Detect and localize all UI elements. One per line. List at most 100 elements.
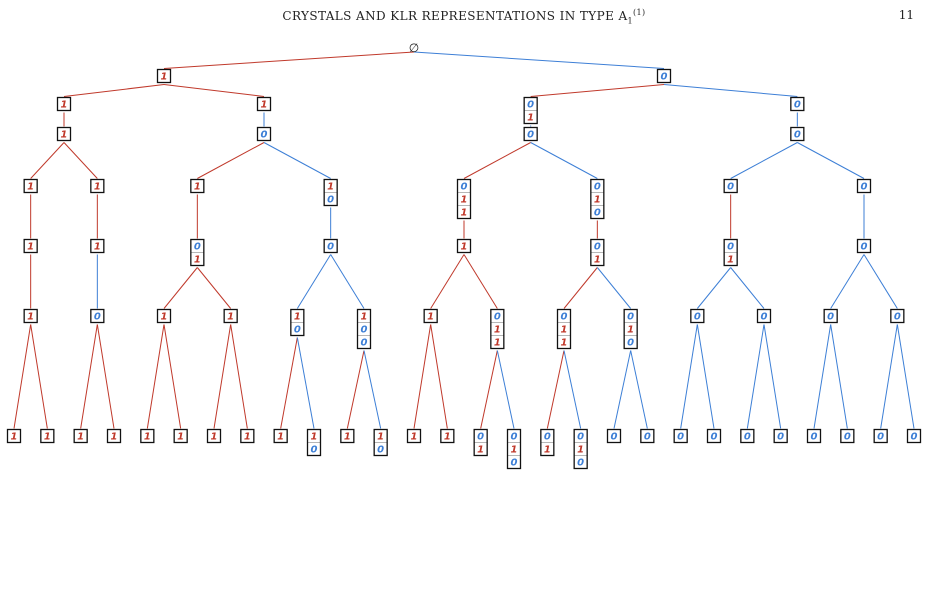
tree-edge-n58 bbox=[463, 254, 498, 309]
tableau-outline bbox=[373, 428, 388, 457]
tree-edge-a1 bbox=[63, 84, 165, 97]
tableau-entry: 1 bbox=[77, 432, 84, 443]
tableau-outline bbox=[73, 428, 88, 444]
tableau-outline bbox=[206, 428, 222, 444]
tableau-outline bbox=[140, 428, 155, 444]
tableau-outline bbox=[523, 126, 538, 142]
tableau-entry: 0 bbox=[527, 100, 534, 111]
tableau-outline bbox=[823, 308, 838, 324]
tree-edge-n32 bbox=[63, 142, 98, 179]
tableau-outline bbox=[523, 96, 538, 125]
tableau-outline bbox=[256, 96, 272, 112]
tree-node-a: 1 bbox=[156, 68, 172, 84]
tree-edge-l27 bbox=[880, 324, 898, 429]
tree-node-l26: 0 bbox=[840, 428, 855, 444]
tree-edge-n59 bbox=[563, 267, 598, 309]
tree-edge-l17 bbox=[546, 350, 565, 429]
tableau-entry: 1 bbox=[411, 432, 418, 443]
tableau-outline bbox=[490, 308, 505, 350]
tree-edge-n55 bbox=[296, 254, 332, 309]
tableau-outline bbox=[90, 238, 105, 254]
tableau-entry: 0 bbox=[627, 338, 634, 349]
tableau-entry: 0 bbox=[827, 312, 834, 323]
tableau-outline bbox=[106, 428, 122, 444]
tableau-entry: 0 bbox=[861, 242, 868, 253]
tableau-entry: 1 bbox=[527, 113, 534, 124]
tree-edge-b2 bbox=[663, 84, 798, 97]
tableau-entry: 1 bbox=[594, 255, 601, 266]
tree-node-n37: 0 bbox=[723, 178, 738, 194]
tree-node-l3: 1 bbox=[73, 428, 88, 444]
tableau-entry: 0 bbox=[594, 242, 601, 253]
tree-node-b2a: 0 bbox=[790, 126, 805, 142]
tableau-entry: 0 bbox=[594, 208, 601, 219]
tableau-entry: 0 bbox=[327, 195, 334, 206]
tableau-outline bbox=[506, 428, 522, 470]
tree-edge-l4 bbox=[96, 324, 115, 429]
tableau-entry: 1 bbox=[277, 432, 284, 443]
tree-edge-b1 bbox=[530, 84, 665, 97]
tableau-entry: 0 bbox=[844, 432, 851, 443]
tree-node-n59: 011 bbox=[556, 308, 572, 350]
tableau-entry: 1 bbox=[294, 312, 301, 323]
tableau-entry: 1 bbox=[27, 242, 34, 253]
tableau-entry: 0 bbox=[544, 432, 551, 443]
tableau-outline bbox=[790, 126, 805, 142]
tree-edge-l28 bbox=[896, 324, 915, 429]
tree-node-l28: 0 bbox=[906, 428, 922, 444]
tree-node-l2: 1 bbox=[40, 428, 55, 444]
tree-node-l13: 1 bbox=[406, 428, 422, 444]
tree-node-l15: 01 bbox=[473, 428, 488, 457]
tableau-outline bbox=[240, 428, 255, 444]
tree-edge-a2 bbox=[163, 84, 265, 97]
tree-node-n32: 1 bbox=[90, 178, 105, 194]
tableau-outline bbox=[256, 126, 272, 142]
tree-node-a1a: 1 bbox=[56, 126, 72, 142]
tree-edge-n33 bbox=[197, 142, 265, 179]
tableau-entry: 1 bbox=[94, 182, 101, 193]
tree-node-n48: 0 bbox=[856, 238, 872, 254]
tableau-entry: 1 bbox=[727, 255, 734, 266]
tableau-outline bbox=[890, 308, 905, 324]
tree-node-l23: 0 bbox=[740, 428, 755, 444]
tree-edge-l3 bbox=[80, 324, 98, 429]
tree-edge-n53 bbox=[163, 267, 198, 309]
tree-node-l24: 0 bbox=[773, 428, 788, 444]
running-head-superscript: (1) bbox=[633, 8, 646, 17]
tableau-entry: 0 bbox=[677, 432, 684, 443]
tree-node-l27: 0 bbox=[873, 428, 888, 444]
tree-node-l22: 0 bbox=[706, 428, 722, 444]
tableau-entry: 1 bbox=[461, 208, 468, 219]
tree-edge-a bbox=[163, 51, 415, 69]
tree-edge-n513 bbox=[830, 254, 865, 309]
tree-edge-l24 bbox=[763, 324, 782, 429]
tableau-entry: 0 bbox=[94, 312, 101, 323]
tableau-outline bbox=[223, 308, 238, 324]
tree-node-n44: 0 bbox=[323, 238, 338, 254]
tree-node-l11: 1 bbox=[340, 428, 355, 444]
tableau-entry: 0 bbox=[261, 130, 268, 141]
tableau-entry: 1 bbox=[477, 445, 484, 456]
tree-edge-l19 bbox=[613, 350, 632, 429]
tableau-outline bbox=[356, 308, 372, 350]
tree-edges bbox=[13, 51, 915, 429]
tableau-outline bbox=[790, 96, 805, 112]
tree-node-n36: 010 bbox=[590, 178, 605, 220]
tableau-entry: 0 bbox=[311, 445, 318, 456]
tableau-entry: 0 bbox=[611, 432, 618, 443]
tableau-entry: 1 bbox=[161, 72, 168, 83]
tree-edge-l22 bbox=[696, 324, 715, 429]
tableau-outline bbox=[290, 308, 305, 337]
tree-node-n56: 100 bbox=[356, 308, 372, 350]
tableau-outline bbox=[590, 238, 605, 267]
tableau-outline bbox=[840, 428, 855, 444]
tree-node-n31: 1 bbox=[23, 178, 38, 194]
tree-edge-n37 bbox=[730, 142, 798, 179]
tableau-outline bbox=[740, 428, 755, 444]
tree-node-n514: 0 bbox=[890, 308, 905, 324]
tree-node-n55: 10 bbox=[290, 308, 305, 337]
tableau-outline bbox=[190, 238, 205, 267]
tableau-entry: 0 bbox=[794, 100, 801, 111]
tableau-entry: 1 bbox=[144, 432, 151, 443]
